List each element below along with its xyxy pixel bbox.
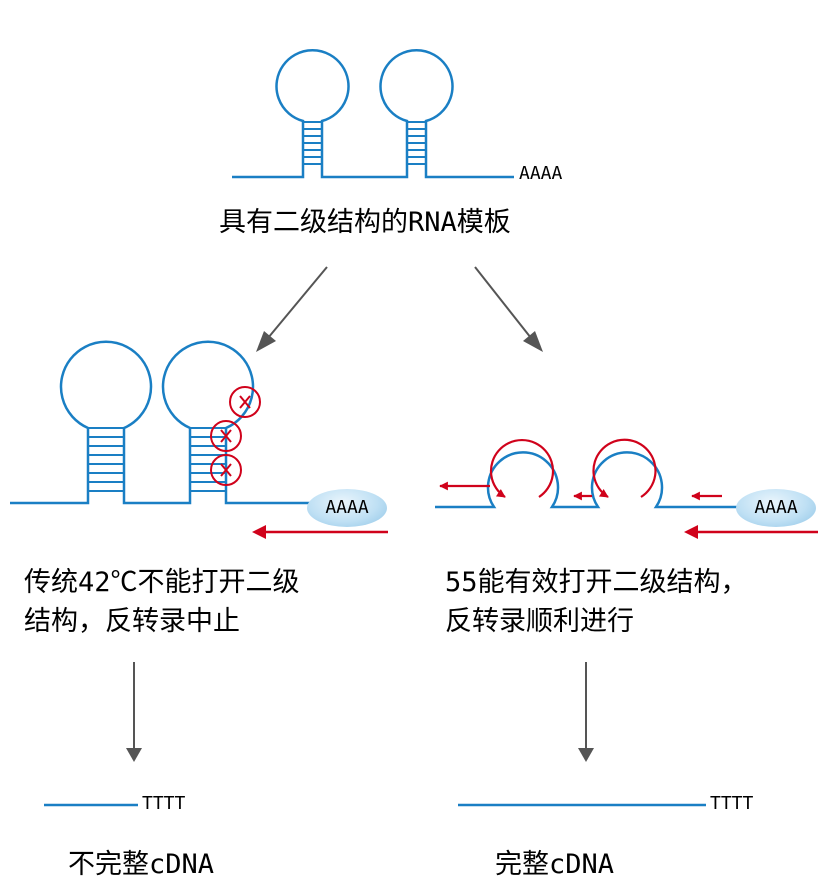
down-arrow-left (126, 662, 142, 762)
branch-arrow-right (474, 266, 543, 352)
rna-right-open (435, 451, 740, 509)
cdna-complete-label: 完整cDNA (495, 849, 615, 880)
cdna-incomplete-label: 不完整cDNA (68, 849, 215, 880)
cdna-complete-tail: TTTT (710, 793, 754, 814)
rna-left-blocked (10, 340, 316, 505)
left-caption-line2: 结构，反转录中止 (24, 606, 240, 637)
left-caption-line1: 传统42℃不能打开二级 (24, 567, 300, 598)
blocked-markers (210, 386, 261, 486)
branch-arrow-left (256, 266, 328, 352)
polya-bead-left: AAAA (307, 489, 387, 527)
right-caption-line1: 55能有效打开二级结构， (445, 567, 748, 598)
rna-template-top (232, 49, 514, 179)
right-caption-line2: 反转录顺利进行 (445, 606, 634, 637)
down-arrow-right (578, 662, 594, 762)
rt-arrows-right (439, 438, 722, 501)
polya-bead-right: AAAA (736, 489, 816, 527)
cdna-incomplete-tail: TTTT (142, 793, 186, 814)
primer-left (252, 525, 388, 539)
template-caption: 具有二级结构的RNA模板 (219, 207, 511, 238)
primer-right (684, 525, 818, 539)
polya-tail-top: AAAA (519, 163, 563, 184)
